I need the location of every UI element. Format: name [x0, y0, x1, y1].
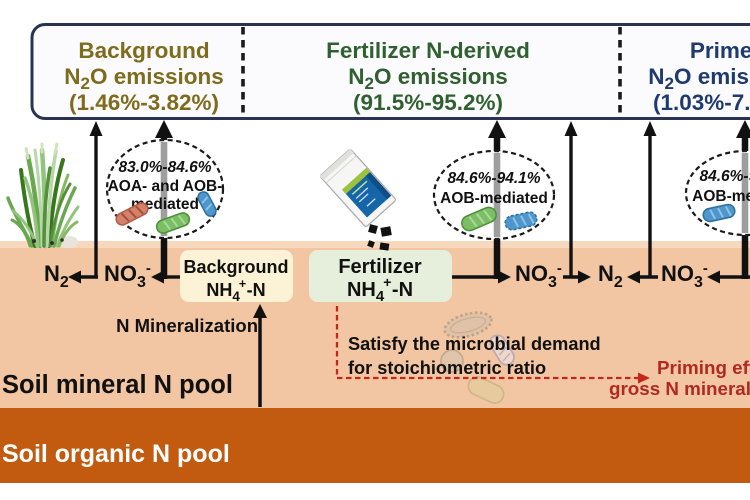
svg-text:for stoichiometric ratio: for stoichiometric ratio — [348, 358, 546, 378]
svg-text:N2O emissions: N2O emissions — [348, 64, 508, 93]
svg-text:83.0%-84.6%: 83.0%-84.6% — [118, 159, 211, 176]
svg-text:Primed: Primed — [690, 38, 750, 63]
svg-text:Priming effect: Priming effect — [657, 357, 750, 378]
svg-text:(1.03%-7.57%): (1.03%-7.57%) — [653, 90, 750, 115]
svg-text:Background: Background — [183, 257, 288, 277]
svg-text:(1.46%-3.82%): (1.46%-3.82%) — [69, 90, 219, 115]
svg-text:Satisfy the microbial demand: Satisfy the microbial demand — [348, 334, 601, 354]
svg-text:N2O emissions: N2O emissions — [64, 64, 224, 93]
svg-text:AOB-mediated: AOB-mediated — [692, 188, 750, 205]
svg-text:Fertilizer N-derived: Fertilizer N-derived — [326, 38, 530, 63]
svg-text:Soil organic N pool: Soil organic N pool — [2, 440, 230, 468]
svg-text:Fertilizer: Fertilizer — [338, 256, 422, 278]
svg-text:gross N mineralization: gross N mineralization — [609, 378, 750, 399]
svg-text:N Mineralization: N Mineralization — [116, 315, 258, 336]
svg-text:AOA- and AOB-: AOA- and AOB- — [108, 178, 223, 195]
svg-text:84.6%-94.1%: 84.6%-94.1% — [447, 170, 540, 187]
svg-text:N2O emissions: N2O emissions — [648, 64, 750, 93]
svg-text:AOB-mediated: AOB-mediated — [440, 190, 548, 207]
svg-text:(91.5%-95.2%): (91.5%-95.2%) — [353, 90, 503, 115]
svg-text:Soil mineral N pool: Soil mineral N pool — [2, 371, 233, 399]
svg-text:84.6%-94.1%: 84.6%-94.1% — [699, 168, 750, 185]
svg-text:Background: Background — [78, 38, 209, 63]
